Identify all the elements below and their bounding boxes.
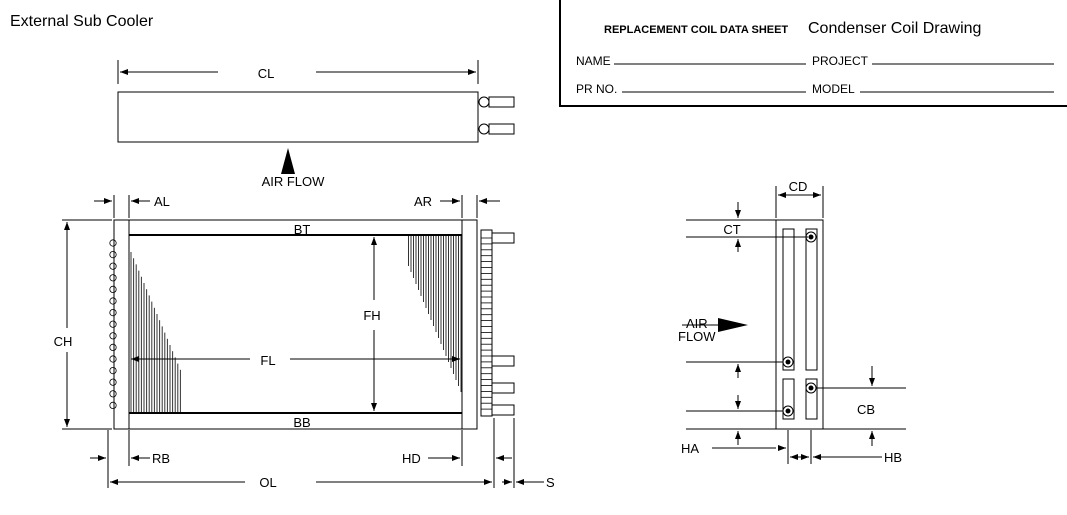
- return-bends: [109, 239, 117, 409]
- fins-right: [408, 236, 462, 392]
- page-heading: External Sub Cooler: [10, 13, 154, 30]
- name-label: NAME: [576, 54, 611, 68]
- dim-bb: BB: [293, 415, 310, 430]
- dim-cd: CD: [789, 179, 808, 194]
- dim-cb: CB: [857, 402, 875, 417]
- model-label: MODEL: [812, 82, 855, 96]
- tube-lower-front: [782, 378, 795, 420]
- dim-s: S: [546, 475, 555, 490]
- return-bend: [109, 355, 117, 363]
- dim-ha: HA: [681, 441, 699, 456]
- dim-ch: CH: [54, 334, 73, 349]
- dim-ar: AR: [414, 194, 432, 209]
- tube-column-front: [782, 228, 795, 371]
- pr-no-label: PR NO.: [576, 82, 617, 96]
- return-bend: [109, 366, 117, 375]
- return-bend: [109, 274, 117, 282]
- dim-bt: BT: [294, 222, 311, 237]
- return-bend: [109, 401, 117, 409]
- drawing-title: Condenser Coil Drawing: [808, 20, 981, 37]
- top-connection-2: [478, 123, 515, 135]
- title-block: REPLACEMENT COIL DATA SHEET Condenser Co…: [559, 0, 1067, 107]
- return-bend: [109, 285, 117, 293]
- side-view: CD CT AIR FLOW CB: [678, 179, 906, 465]
- dim-cl: CL: [258, 66, 275, 81]
- return-bend: [109, 378, 117, 386]
- return-bend: [109, 343, 117, 351]
- airflow-arrow-top: [281, 148, 295, 174]
- dim-rb: RB: [152, 451, 170, 466]
- sheet-title: REPLACEMENT COIL DATA SHEET: [604, 24, 788, 36]
- top-connection-1: [478, 96, 515, 108]
- return-bend: [109, 251, 117, 259]
- fins-left: [130, 252, 181, 412]
- tube-column-back: [805, 228, 818, 371]
- return-bend: [109, 320, 117, 328]
- side-connection-cb: [805, 382, 817, 394]
- dim-hb: HB: [884, 450, 902, 465]
- return-bend: [109, 308, 117, 317]
- return-bend: [109, 239, 117, 247]
- project-label: PROJECT: [812, 54, 869, 68]
- coil-top-body: [117, 91, 479, 143]
- side-connection-mid: [782, 356, 794, 368]
- dim-al: AL: [154, 194, 170, 209]
- top-view: CL AIR FLOW: [117, 60, 515, 189]
- return-bend: [109, 297, 117, 305]
- dim-fl: FL: [260, 353, 275, 368]
- dim-ct: CT: [723, 222, 740, 237]
- return-bend: [109, 332, 117, 340]
- airflow-label-top: AIR FLOW: [262, 174, 326, 189]
- airflow-arrow-side: [718, 318, 748, 332]
- return-bend: [109, 390, 117, 398]
- airflow-label-side-1: AIR: [686, 316, 708, 331]
- dim-hd: HD: [402, 451, 421, 466]
- dim-ol: OL: [259, 475, 276, 490]
- airflow-label-side-2: FLOW: [678, 329, 716, 344]
- front-view: AL AR BT BB FH: [54, 194, 555, 490]
- dim-fh: FH: [363, 308, 380, 323]
- header-right: [480, 229, 515, 417]
- side-connection-bottom: [782, 405, 794, 417]
- return-bend: [109, 262, 117, 270]
- tube-lower-back: [805, 378, 818, 420]
- coil-casing: [113, 219, 478, 430]
